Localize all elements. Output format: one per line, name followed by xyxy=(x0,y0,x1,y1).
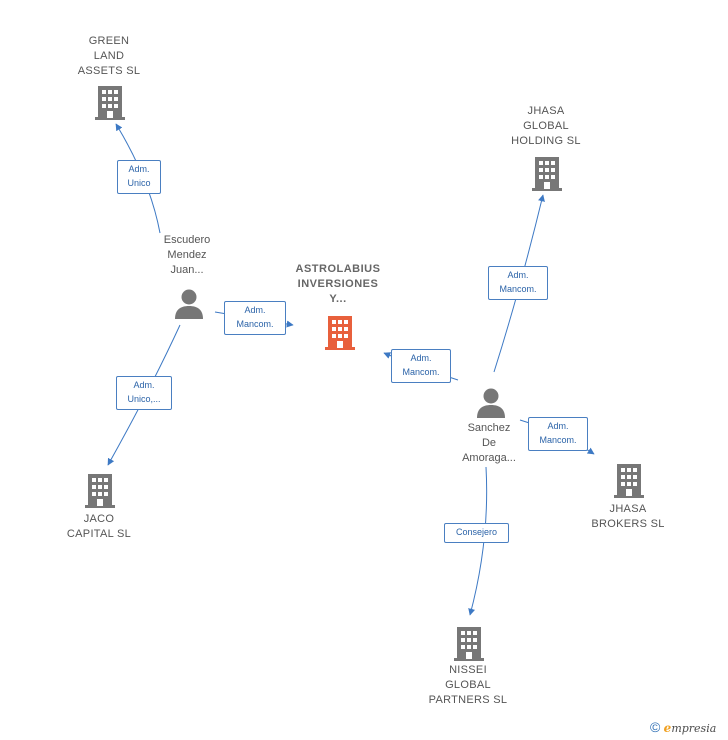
node-label: JACO CAPITAL SL xyxy=(66,513,132,540)
brand-logo-text: mpresia xyxy=(671,722,717,735)
node-nissei-global-partners[interactable]: NISSEI GLOBAL PARTNERS SL xyxy=(418,623,518,713)
node-label: GREEN LAND ASSETS SL xyxy=(77,35,141,77)
person-icon xyxy=(477,388,505,418)
node-jhasa-brokers[interactable]: JHASA BROKERS SL xyxy=(578,460,678,535)
brand-logo-initial: e xyxy=(663,721,672,735)
node-jaco-capital[interactable]: JACO CAPITAL SL xyxy=(49,470,149,545)
edge-label-sanchez-astrolabius[interactable]: Adm. Mancom. xyxy=(391,349,451,383)
building-icon xyxy=(614,464,644,498)
node-escudero-mendez-juan[interactable]: Escudero Mendez Juan... xyxy=(137,233,237,323)
edge-label-sanchez-jhasa-global[interactable]: Adm. Mancom. xyxy=(488,266,548,300)
edge-label-sanchez-nissei[interactable]: Consejero xyxy=(444,523,509,543)
person-icon xyxy=(175,289,203,319)
node-label: JHASA BROKERS SL xyxy=(591,503,665,530)
edge-label-escudero-jaco[interactable]: Adm. Unico,... xyxy=(116,376,172,410)
edge-label-sanchez-jhasa-brokers[interactable]: Adm. Mancom. xyxy=(528,417,588,451)
building-icon xyxy=(454,627,484,661)
node-astrolabius-inversiones[interactable]: ASTROLABIUS INVERSIONES Y... xyxy=(278,262,398,352)
edge-label-escudero-astrolabius[interactable]: Adm. Mancom. xyxy=(224,301,286,335)
node-jhasa-global-holding[interactable]: JHASA GLOBAL HOLDING SL xyxy=(496,104,596,194)
copyright-icon: © xyxy=(650,719,661,735)
footer-brand: © empresia xyxy=(650,719,716,739)
node-green-land-assets[interactable]: GREEN LAND ASSETS SL xyxy=(59,34,159,124)
node-label: JHASA GLOBAL HOLDING SL xyxy=(511,105,581,147)
edge-label-escudero-green-land[interactable]: Adm. Unico xyxy=(117,160,161,194)
building-icon xyxy=(532,157,562,191)
node-label: Sanchez De Amoraga... xyxy=(462,422,516,464)
building-icon xyxy=(95,86,125,120)
node-label: NISSEI GLOBAL PARTNERS SL xyxy=(428,664,508,706)
node-sanchez-de-amoraga[interactable]: Sanchez De Amoraga... xyxy=(439,385,539,470)
node-label: ASTROLABIUS INVERSIONES Y... xyxy=(295,263,381,305)
building-icon xyxy=(85,474,115,508)
building-icon xyxy=(325,316,355,350)
node-label: Escudero Mendez Juan... xyxy=(163,234,211,276)
